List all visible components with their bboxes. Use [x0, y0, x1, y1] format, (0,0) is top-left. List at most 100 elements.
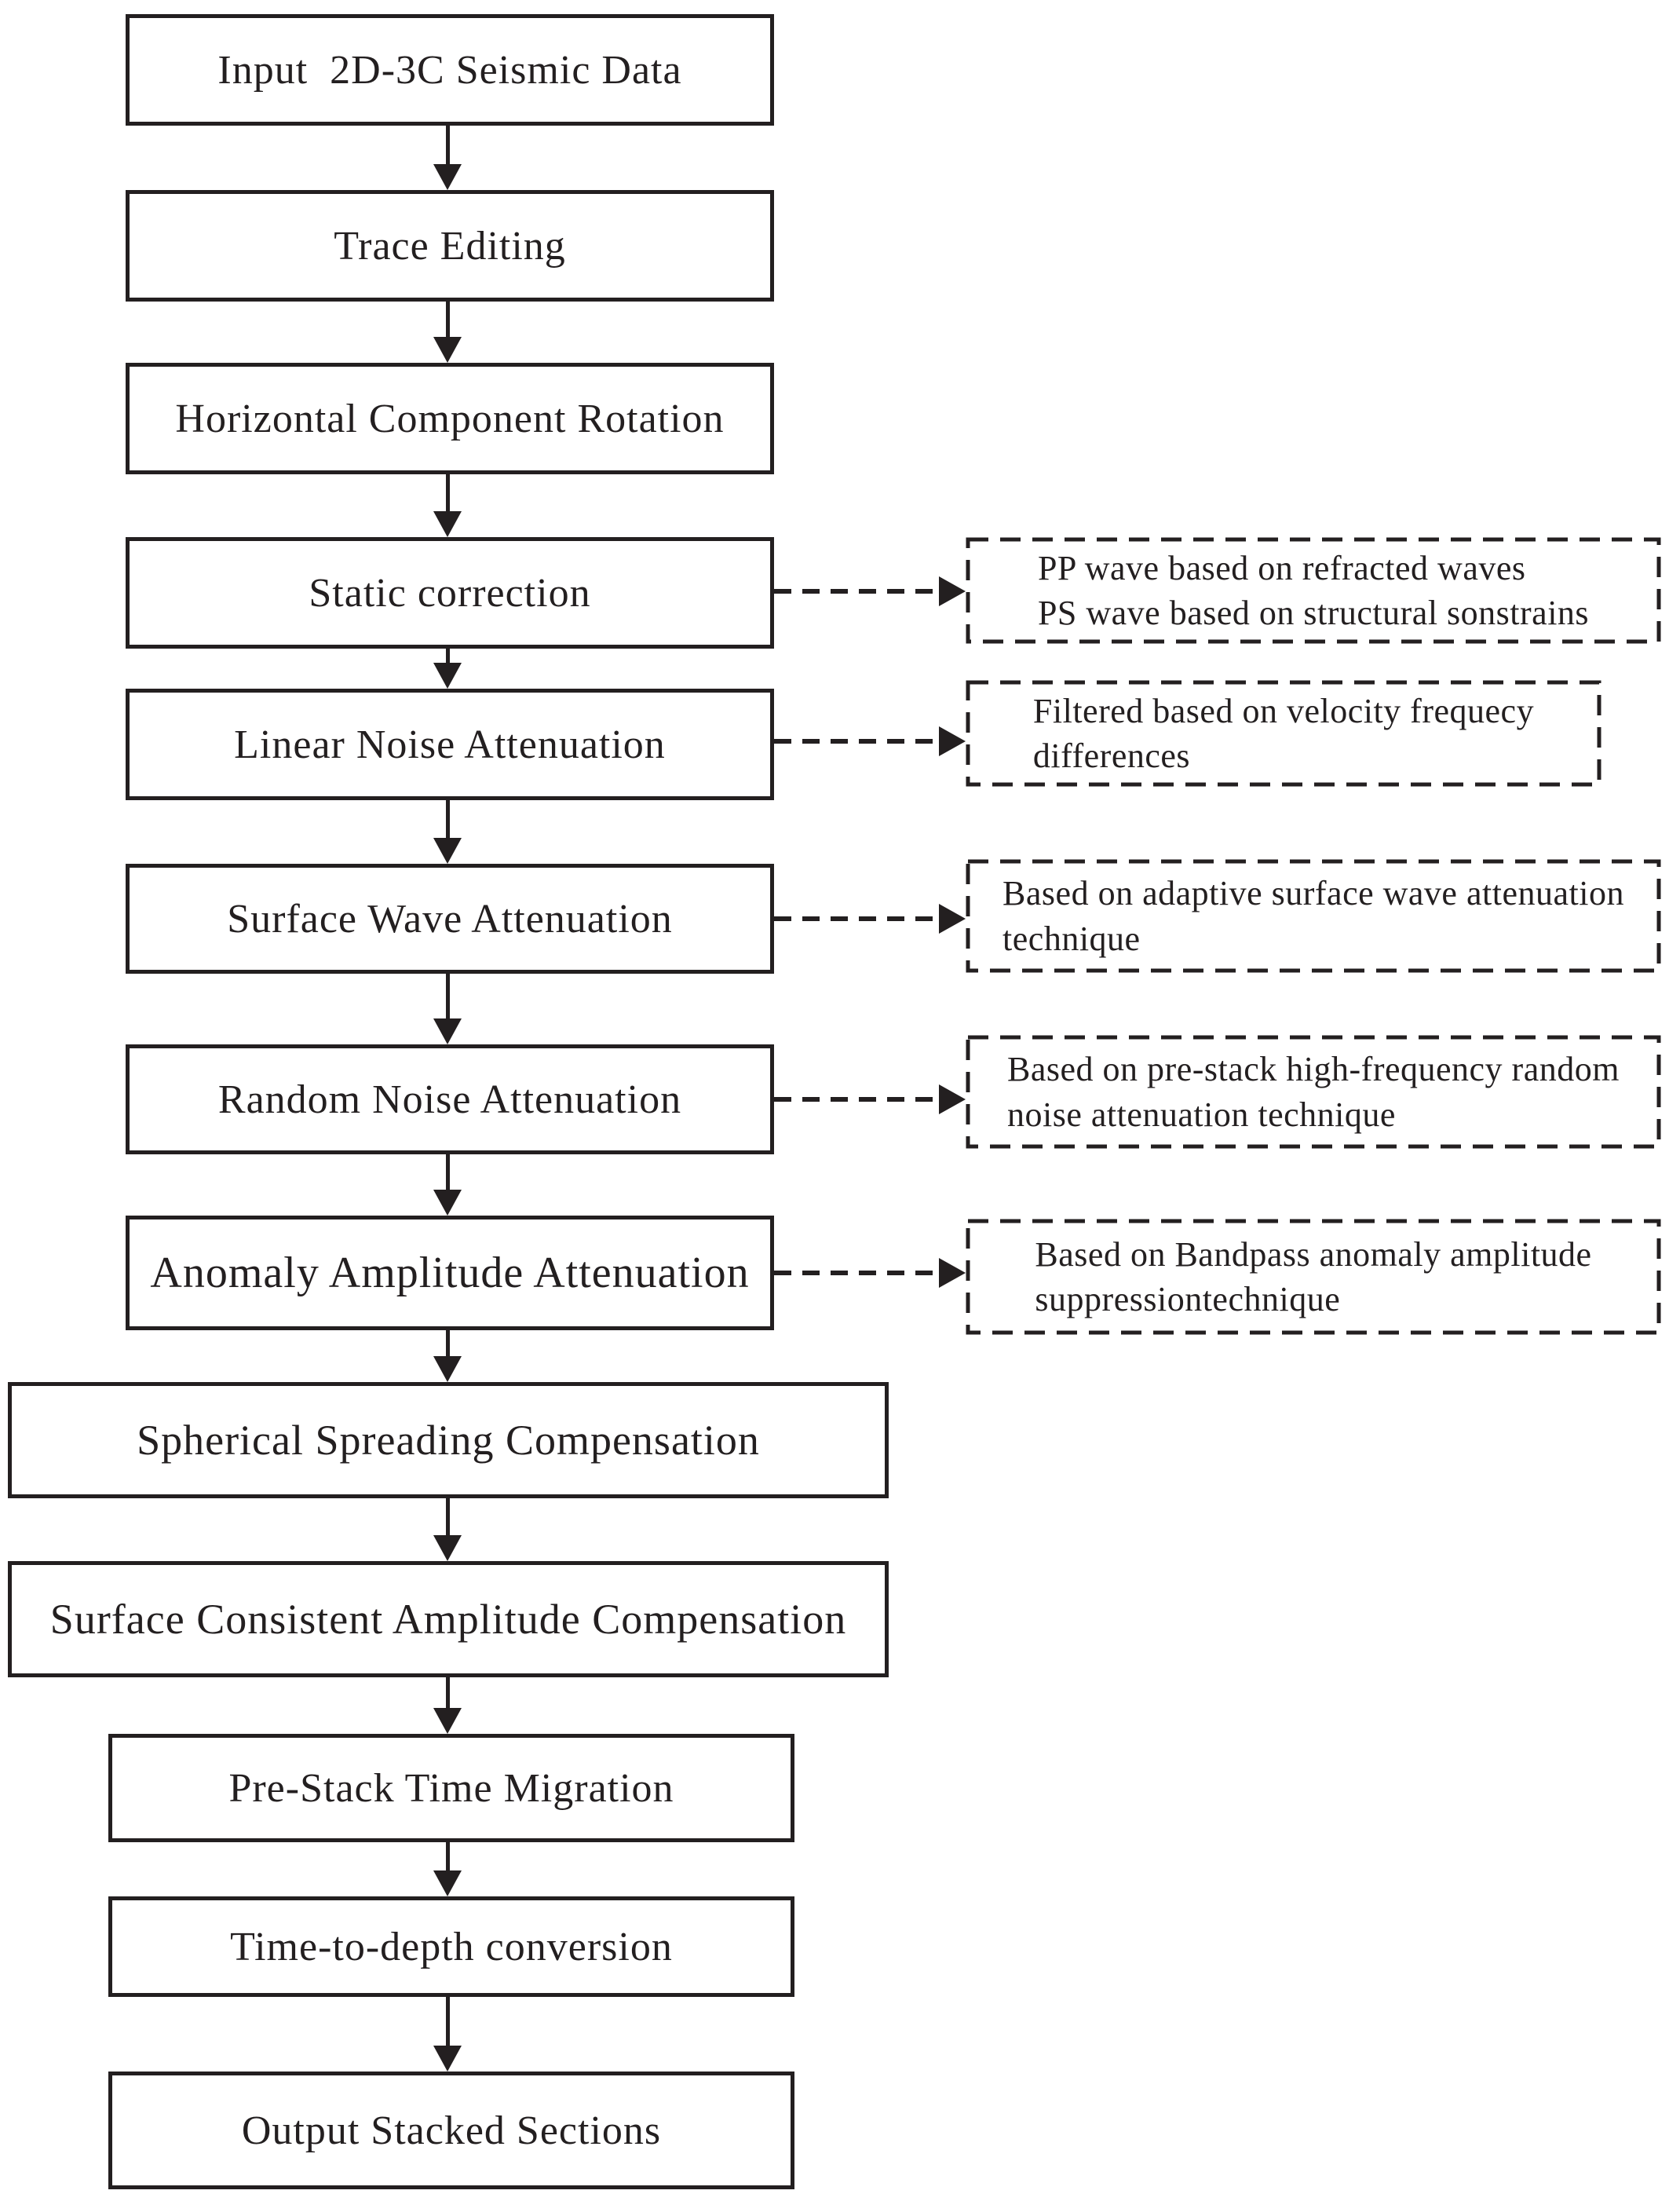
annotation-line: Based on adaptive surface wave attenuati… — [1003, 874, 1624, 913]
arrow-head-down-icon — [433, 1870, 462, 1896]
arrow-head-down-icon — [433, 1708, 462, 1734]
arrow-shaft — [445, 302, 450, 337]
annotation-box-surface-wave-attenuation: Based on adaptive surface wave attenuati… — [966, 859, 1661, 973]
flow-arrow-down — [433, 1842, 462, 1896]
step-box-random-noise-attenuation: Random Noise Attenuation — [126, 1044, 774, 1154]
flow-arrow-down — [433, 800, 462, 864]
arrow-shaft — [445, 1154, 450, 1190]
step-label: Horizontal Component Rotation — [175, 396, 725, 441]
annotation-line: differences — [1032, 737, 1191, 775]
annotation-box-anomaly-amplitude-attenuation: Based on Bandpass anomaly amplitude supp… — [966, 1219, 1661, 1335]
arrow-shaft — [445, 974, 450, 1018]
flow-arrow-down — [433, 1330, 462, 1382]
arrow-head-down-icon — [433, 1535, 462, 1561]
dashed-border — [966, 537, 1661, 644]
annotation-line: PS wave based on structural sonstrains — [1037, 594, 1590, 632]
arrow-head-down-icon — [433, 663, 462, 689]
arrow-head-down-icon — [433, 1018, 462, 1044]
step-label: Random Noise Attenuation — [217, 1077, 682, 1122]
annotation-arrow — [774, 1258, 966, 1288]
annotation-text: Based on adaptive surface wave attenuati… — [1003, 871, 1624, 960]
step-box-output-stacked-sections: Output Stacked Sections — [108, 2072, 794, 2189]
annotation-arrow — [774, 904, 966, 934]
arrow-shaft — [445, 1330, 450, 1356]
step-label: Surface Wave Attenuation — [227, 896, 673, 942]
arrow-head-right-icon — [939, 904, 966, 934]
step-label: Linear Noise Attenuation — [234, 722, 666, 767]
arrow-head-right-icon — [939, 1258, 966, 1288]
step-label: Surface Consistent Amplitude Compensatio… — [49, 1596, 847, 1643]
annotation-box-linear-noise-attenuation: Filtered based on velocity frequecy diff… — [966, 680, 1601, 787]
step-label: Spherical Spreading Compensation — [137, 1417, 760, 1464]
arrow-shaft — [445, 800, 450, 838]
dashed-border — [966, 1035, 1661, 1149]
flow-arrow-down — [433, 974, 462, 1044]
arrow-shaft — [445, 1498, 450, 1535]
step-box-linear-noise-attenuation: Linear Noise Attenuation — [126, 689, 774, 800]
arrow-head-right-icon — [939, 1084, 966, 1114]
flow-arrow-down — [433, 302, 462, 363]
dashed-line — [774, 1271, 939, 1275]
step-label: Pre-Stack Time Migration — [228, 1765, 674, 1811]
step-box-time-to-depth-conversion: Time-to-depth conversion — [108, 1896, 794, 1997]
dashed-border — [966, 1219, 1661, 1335]
step-box-spherical-spreading-compensation: Spherical Spreading Compensation — [8, 1382, 889, 1498]
step-box-horizontal-component-rotation: Horizontal Component Rotation — [126, 363, 774, 474]
dashed-line — [774, 739, 939, 744]
arrow-head-down-icon — [433, 511, 462, 537]
annotation-line: Filtered based on velocity frequecy — [1032, 691, 1535, 730]
annotation-text: PP wave based on refracted waves PS wave… — [1038, 546, 1589, 635]
step-box-static-correction: Static correction — [126, 537, 774, 649]
flow-arrow-down — [433, 649, 462, 689]
step-box-pre-stack-time-migration: Pre-Stack Time Migration — [108, 1734, 794, 1842]
annotation-arrow — [774, 726, 966, 756]
arrow-shaft — [445, 649, 450, 663]
step-label: Output Stacked Sections — [241, 2108, 662, 2153]
arrow-head-down-icon — [433, 838, 462, 864]
annotation-arrow — [774, 576, 966, 606]
flow-arrow-down — [433, 1997, 462, 2072]
step-label: Trace Editing — [334, 223, 566, 269]
arrow-shaft — [445, 1997, 450, 2046]
arrow-shaft — [445, 1677, 450, 1708]
dashed-line — [774, 589, 939, 594]
step-box-surface-wave-attenuation: Surface Wave Attenuation — [126, 864, 774, 974]
arrow-head-down-icon — [433, 1356, 462, 1382]
annotation-arrow — [774, 1084, 966, 1114]
flow-arrow-down — [433, 126, 462, 190]
step-label: Input 2D-3C Seismic Data — [217, 47, 682, 93]
arrow-head-right-icon — [939, 576, 966, 606]
step-label: Anomaly Amplitude Attenuation — [150, 1249, 750, 1297]
step-label: Static correction — [309, 570, 591, 616]
flow-arrow-down — [433, 1677, 462, 1734]
step-box-anomaly-amplitude-attenuation: Anomaly Amplitude Attenuation — [126, 1216, 774, 1330]
step-box-surface-consistent-amplitude-compensation: Surface Consistent Amplitude Compensatio… — [8, 1561, 889, 1677]
annotation-line: Based on pre-stack high-frequency random — [1007, 1050, 1620, 1089]
flow-arrow-down — [433, 1498, 462, 1561]
arrow-head-right-icon — [939, 726, 966, 756]
arrow-shaft — [445, 1842, 450, 1870]
step-box-input-2d-3c-seismic-data: Input 2D-3C Seismic Data — [126, 14, 774, 126]
dashed-line — [774, 1097, 939, 1102]
dashed-border — [966, 680, 1601, 787]
annotation-line: Based on Bandpass anomaly amplitude — [1035, 1234, 1592, 1274]
arrow-head-down-icon — [433, 164, 462, 190]
annotation-line: PP wave based on refracted waves — [1037, 548, 1526, 587]
annotation-box-static-correction: PP wave based on refracted waves PS wave… — [966, 537, 1661, 644]
arrow-head-down-icon — [433, 2046, 462, 2072]
annotation-line: technique — [1003, 919, 1141, 958]
arrow-shaft — [445, 126, 450, 164]
annotation-text: Based on Bandpass anomaly amplitude supp… — [1035, 1232, 1591, 1322]
annotation-text: Filtered based on velocity frequecy diff… — [1033, 689, 1534, 778]
dashed-border — [966, 859, 1661, 973]
arrow-shaft — [445, 474, 450, 511]
flow-arrow-down — [433, 1154, 462, 1216]
step-label: Time-to-depth conversion — [230, 1924, 673, 1969]
flow-arrow-down — [433, 474, 462, 537]
arrow-head-down-icon — [433, 1190, 462, 1216]
annotation-line: suppressiontechnique — [1035, 1280, 1341, 1318]
annotation-line: noise attenuation technique — [1007, 1095, 1396, 1134]
arrow-head-down-icon — [433, 337, 462, 363]
dashed-line — [774, 916, 939, 921]
